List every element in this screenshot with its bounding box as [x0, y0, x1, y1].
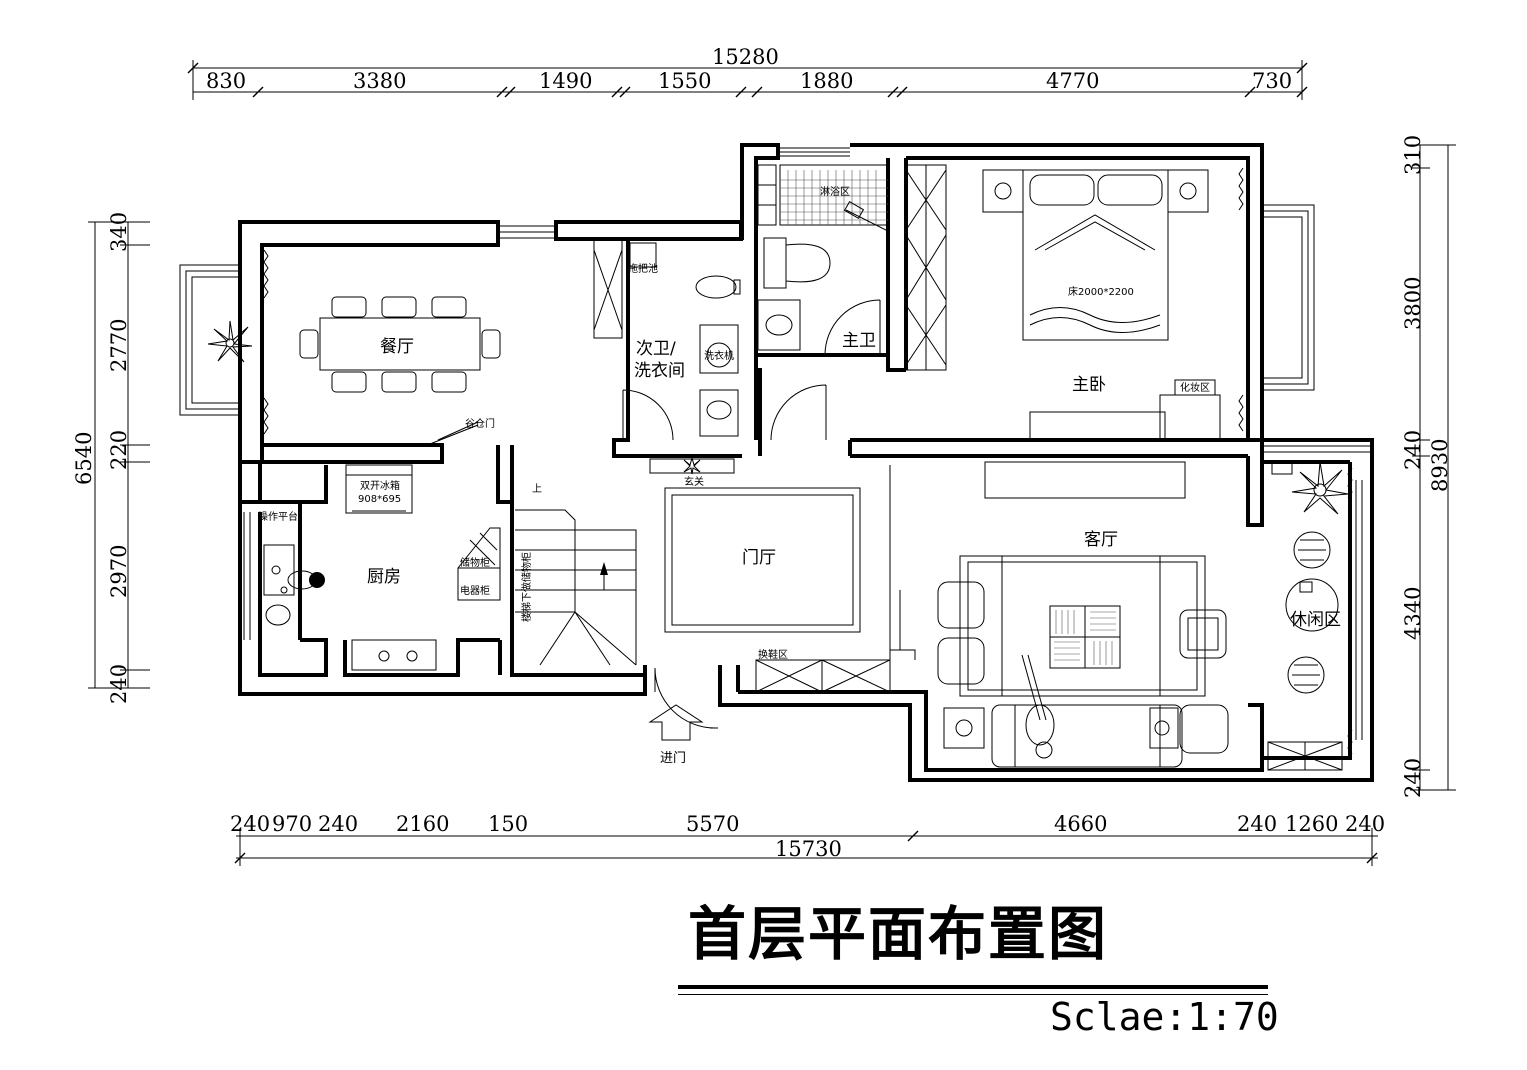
plant-icon-small [683, 456, 701, 475]
person-icon-sofa [1021, 654, 1055, 759]
room-label-kitchen: 厨房 [367, 567, 401, 587]
dim-top-seg-7: 730 [1252, 69, 1292, 93]
drawing-title: 首层平面布置图 [688, 900, 1109, 968]
dim-right-seg-2: 3800 [1401, 277, 1425, 330]
plant-icon-leisure [1291, 461, 1349, 515]
dim-bottom-seg-8: 240 [1237, 812, 1277, 836]
dim-right-total: 8930 [1428, 439, 1452, 492]
leisure-furniture [1285, 461, 1349, 694]
dim-right-seg-1: 310 [1401, 135, 1425, 175]
dim-top-total: 15280 [712, 45, 779, 69]
dim-bottom-seg-3: 240 [318, 812, 358, 836]
dim-left-seg-5: 240 [107, 664, 131, 704]
room-labels: 餐厅 厨房 次卫/ 洗衣间 主卫 主卧 门厅 客厅 休闲区 [367, 331, 1341, 630]
label-mop-pool: 拖把池 [628, 262, 658, 275]
room-label-second-bath-2: 洗衣间 [634, 361, 685, 381]
room-label-dining: 餐厅 [380, 337, 414, 357]
dim-left-seg-2: 2770 [107, 319, 131, 372]
dining-furniture [207, 296, 501, 393]
dim-bottom-total: 15730 [775, 837, 842, 861]
dim-left-seg-1: 340 [107, 212, 131, 252]
label-stair-storage: 楼梯下做储物柜 [520, 552, 533, 622]
label-fridge: 双开冰箱 [360, 479, 400, 492]
dim-bottom-seg-2: 970 [272, 812, 312, 836]
dimension-left: 6540 340 2770 220 2970 240 [72, 212, 150, 704]
dim-top-seg-2: 3380 [353, 69, 406, 93]
label-bed: 床2000*2200 [1068, 285, 1134, 298]
living-furniture [937, 461, 1343, 771]
label-entry-hall: 玄关 [684, 475, 704, 488]
room-label-second-bath-1: 次卫/ [636, 339, 676, 359]
dim-bottom-seg-10: 240 [1345, 812, 1385, 836]
room-label-leisure: 休闲区 [1290, 610, 1341, 630]
plant-icon [207, 320, 253, 363]
dim-top-seg-1: 830 [206, 69, 246, 93]
room-label-master-bath: 主卫 [842, 331, 876, 351]
label-fridge-size: 908*695 [358, 494, 401, 505]
dim-bottom-seg-7: 4660 [1054, 812, 1107, 836]
title-underline-thin [678, 994, 1268, 995]
dimension-right: 310 3800 240 4340 240 8930 [1401, 135, 1456, 798]
dimension-bottom: 240 970 240 2160 150 5570 4660 240 1260 … [230, 812, 1385, 866]
dim-top-seg-5: 1880 [800, 69, 853, 93]
dim-bottom-seg-5: 150 [488, 812, 528, 836]
label-washer: 洗衣机 [704, 349, 734, 362]
dim-top-seg-3: 1490 [539, 69, 592, 93]
kitchen-furniture [263, 464, 501, 671]
dimension-top: 15280 830 3380 1490 1550 1880 4770 730 [187, 45, 1308, 100]
room-label-master-bedroom: 主卧 [1072, 375, 1106, 395]
master-bath-fixtures [757, 164, 891, 351]
dim-right-seg-4: 4340 [1401, 587, 1425, 640]
dim-left-seg-4: 2970 [107, 545, 131, 598]
label-counter: 操作平台 [258, 510, 298, 523]
label-shower: 淋浴区 [820, 185, 850, 198]
annotation-labels: 谷仓门 双开冰箱 908*695 操作平台 储物柜 电器柜 楼梯下做储物柜 上 … [258, 185, 1210, 766]
dim-bottom-seg-6: 5570 [686, 812, 739, 836]
room-label-living: 客厅 [1084, 530, 1118, 550]
dim-top-seg-4: 1550 [658, 69, 711, 93]
dim-bottom-seg-1: 240 [230, 812, 270, 836]
person-icon [287, 570, 325, 590]
entrance-arrow-icon [648, 704, 704, 741]
title-underline-thick [678, 985, 1268, 989]
dim-left-total: 6540 [72, 432, 96, 485]
master-bedroom-furniture [905, 164, 1221, 441]
second-bath-fixtures [593, 239, 741, 475]
label-storage: 储物柜 [460, 556, 490, 569]
scale-label: Sclae:1:70 [1050, 995, 1279, 1039]
label-shoe-area: 换鞋区 [758, 648, 788, 661]
dim-left-seg-3: 220 [107, 430, 131, 470]
dim-right-seg-3: 240 [1401, 430, 1425, 470]
dim-bottom-seg-9: 1260 [1285, 812, 1338, 836]
dim-bottom-seg-4: 2160 [396, 812, 449, 836]
dim-right-seg-5: 240 [1401, 758, 1425, 798]
shower-tiles [780, 170, 888, 225]
doors [429, 299, 916, 729]
room-label-foyer: 门厅 [742, 548, 776, 568]
label-valley-door: 谷仓门 [465, 417, 495, 430]
label-stair-up: 上 [532, 483, 542, 495]
label-entrance: 进门 [660, 751, 686, 766]
foyer-rug [648, 487, 891, 741]
windows [179, 147, 1372, 755]
label-appliance: 电器柜 [460, 584, 490, 597]
label-vanity: 化妆区 [1180, 381, 1210, 394]
staircase [515, 509, 637, 666]
dim-top-seg-6: 4770 [1046, 69, 1099, 93]
